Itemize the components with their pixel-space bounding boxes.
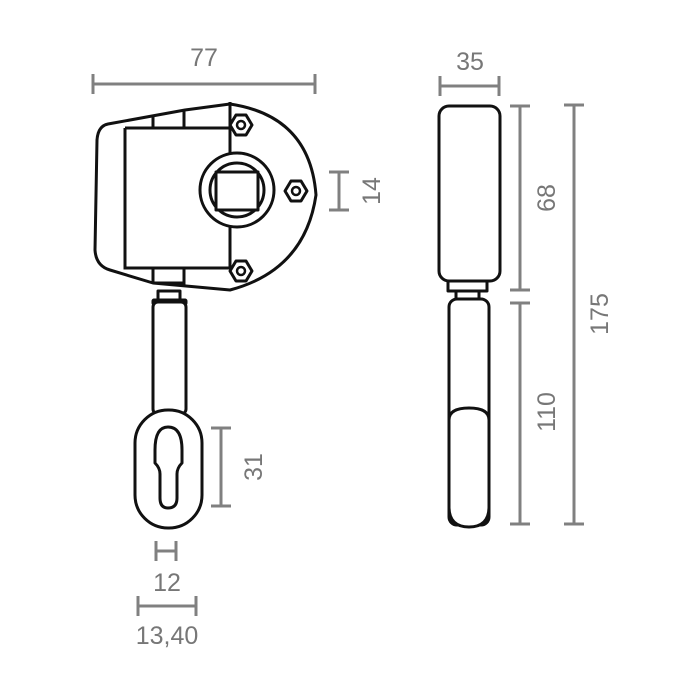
dimension-width-35: 35 [438,48,501,96]
dimension-label-total-height: 175 [586,293,614,335]
side-handle [447,297,491,529]
dimension-offset-14: 14 [329,170,386,212]
side-view: 35 68 110 [437,48,614,529]
hex-nut-right-icon [283,179,309,203]
dimension-label-slot-width: 12 [153,569,181,597]
hex-nut-top-icon [228,113,254,137]
hex-nut-bottom-icon [228,259,254,283]
dimension-total-175: 175 [564,103,614,526]
square-drive-socket [198,151,276,229]
dimension-label-handle-length: 110 [533,392,561,432]
dimension-width-77: 77 [91,44,317,94]
crank-handle [133,289,204,530]
dimension-label-offset: 14 [358,177,386,205]
dimension-slot-12: 12 [153,541,181,597]
dimension-eye-31: 31 [211,426,268,508]
dimension-label-side-width: 35 [456,48,484,76]
dimension-body-68: 68 [510,104,561,292]
side-housing [437,104,502,301]
dimension-eye-width-13-40: 13,40 [136,596,199,650]
front-view: 77 [91,44,386,650]
dimension-label-eye-height: 31 [240,453,268,481]
dimension-label-body-height: 68 [533,184,561,212]
dimension-handle-110: 110 [510,301,561,526]
dimension-label-eye-width: 13,40 [136,622,199,650]
dimension-label-width: 77 [190,44,218,72]
